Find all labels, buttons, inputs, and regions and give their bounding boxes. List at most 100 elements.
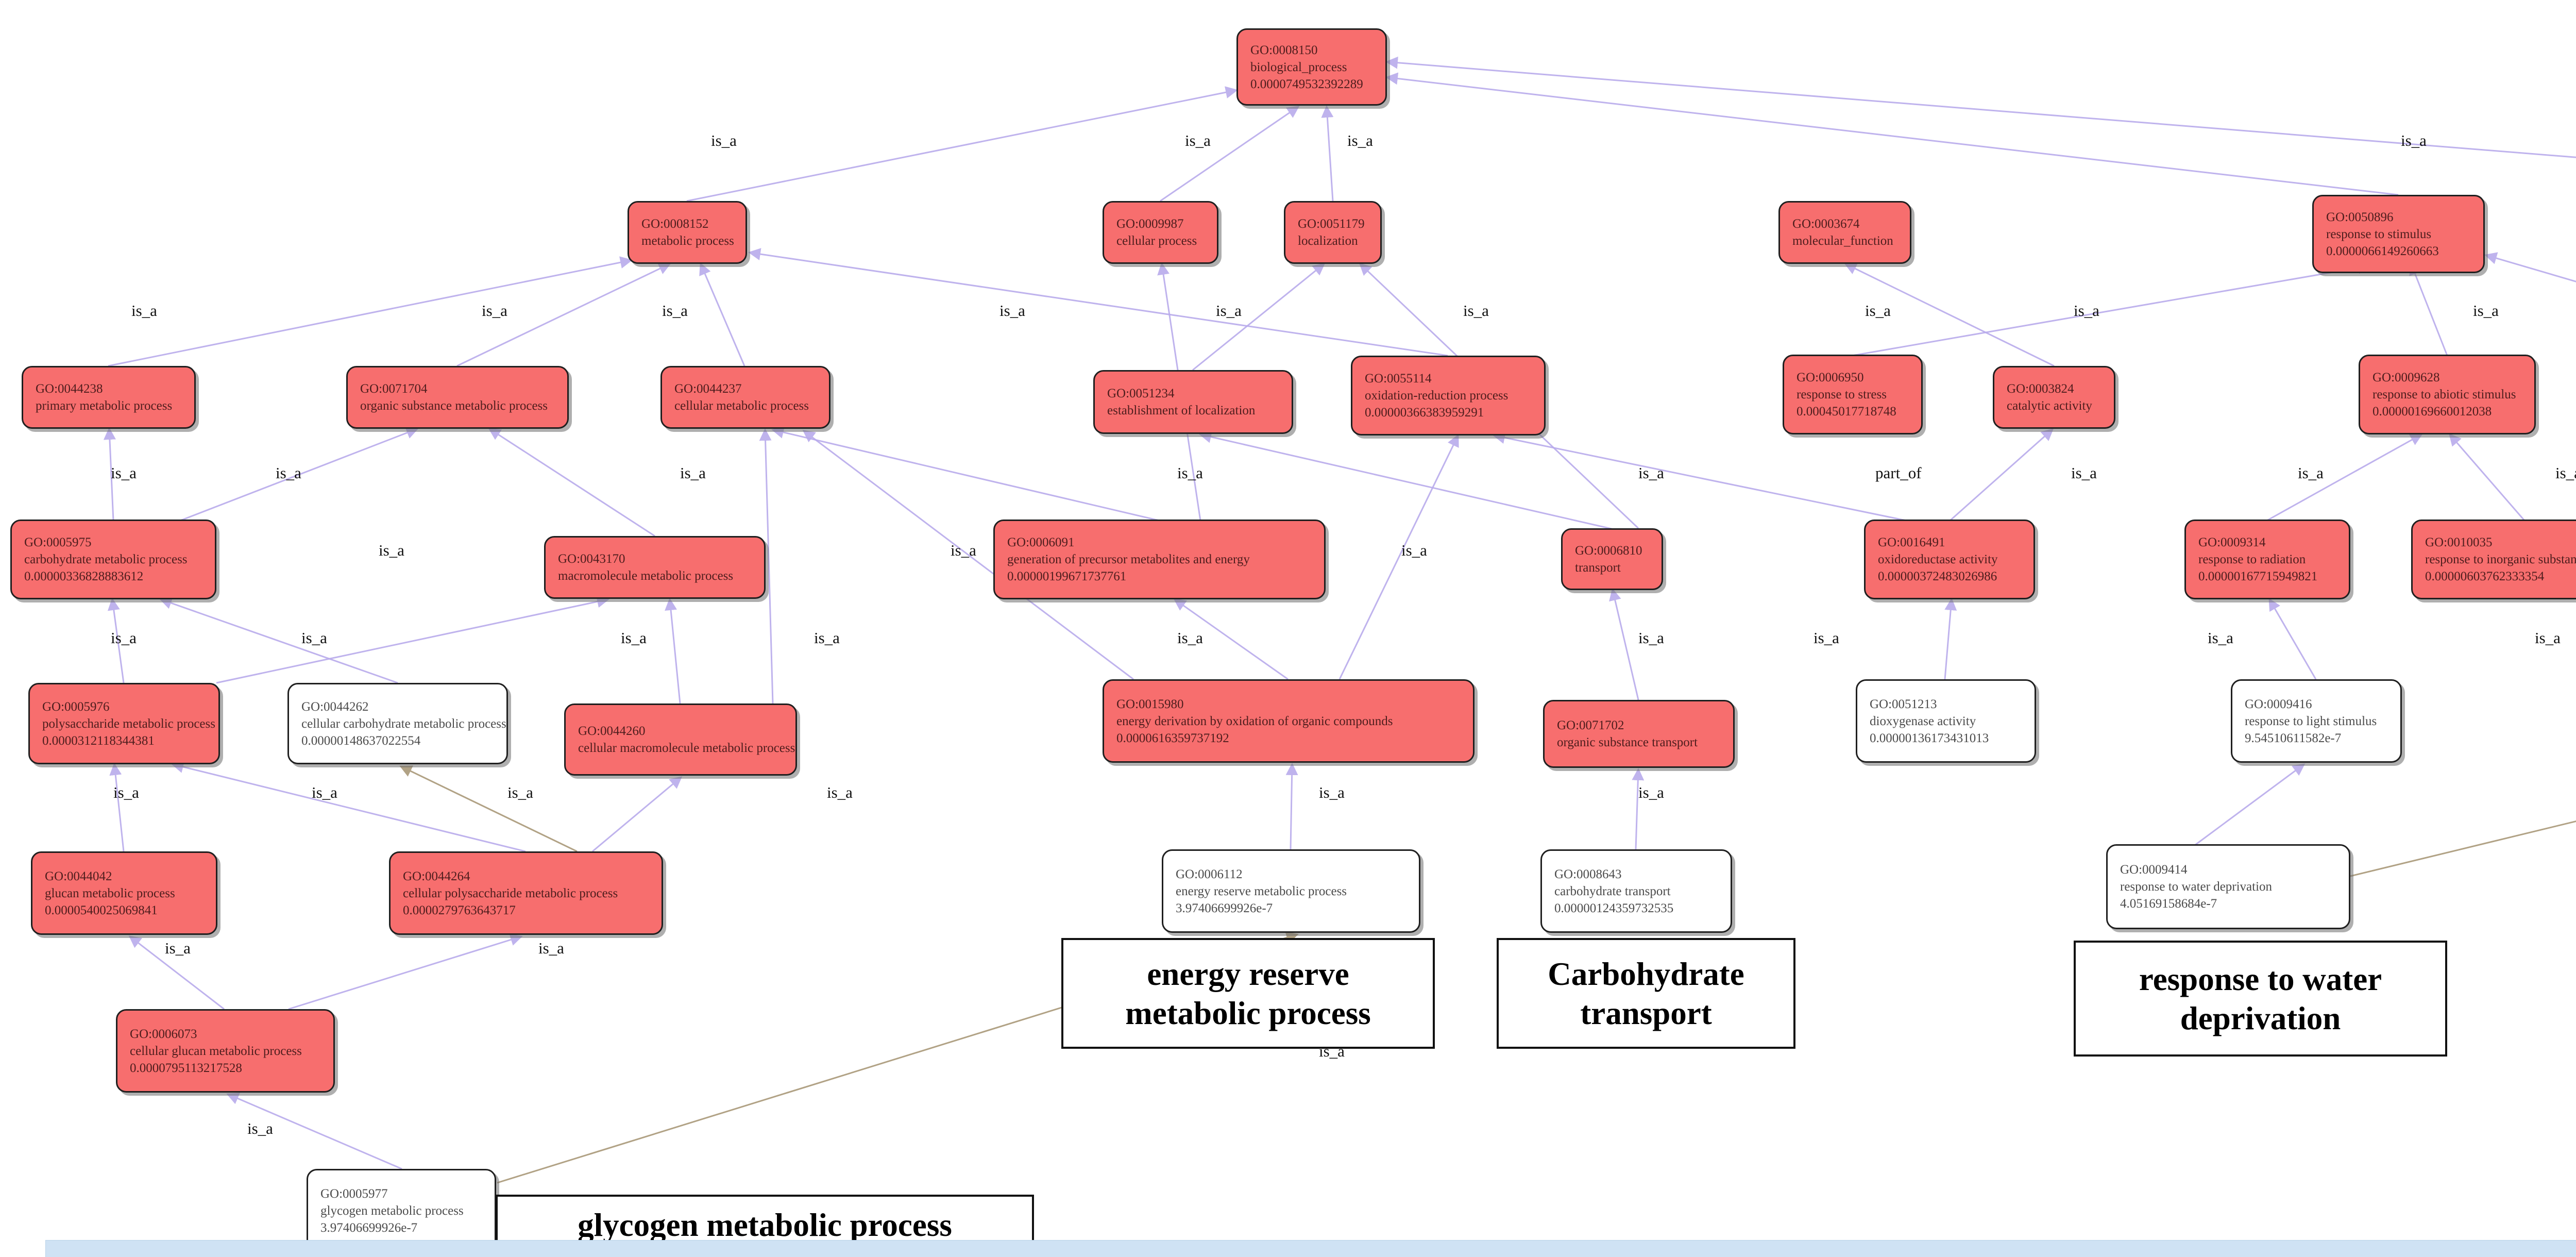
go-term-name: localization [1298, 234, 1358, 248]
edge-default [108, 256, 633, 367]
edge-relationship-label: is_a [814, 629, 840, 647]
edge-relationship-label: is_a [2401, 131, 2427, 149]
go-node-go-0015980[interactable]: GO:0015980 energy derivation by oxidation… [1103, 679, 1475, 763]
callout-label-line: metabolic process [1125, 995, 1371, 1031]
go-id: GO:0009416 [2245, 697, 2312, 711]
edge-relationship-label: is_a [2208, 629, 2233, 647]
go-id: GO:0009628 [2372, 371, 2440, 384]
go-term-pvalue: 0.00000148637022554 [301, 733, 421, 748]
edge-default [128, 935, 225, 1010]
go-id: GO:0051213 [1870, 697, 1937, 711]
go-term-pvalue: 9.54510611582e-7 [2245, 731, 2342, 745]
edge-relationship-label: is_a [1865, 301, 1891, 320]
edge-default [2409, 262, 2448, 356]
go-term-name: cellular process [1116, 234, 1197, 248]
edge-default [771, 426, 1160, 522]
edge-relationship-label: is_a [1463, 301, 1489, 320]
edge-default [2449, 433, 2526, 521]
go-id: GO:0005977 [320, 1186, 388, 1201]
go-term-name: biological_process [1250, 60, 1347, 74]
edge-default [1192, 263, 1326, 371]
horizontal-scrollbar[interactable] [45, 1240, 2576, 1257]
edge-default [216, 595, 609, 684]
go-term-name: cellular polysaccharide metabolic proces… [403, 886, 618, 900]
go-term-pvalue: 0.00000336828883612 [24, 569, 144, 583]
go-term-name: dioxygenase activity [1870, 714, 1976, 728]
go-term-name: energy derivation by oxidation of organi… [1116, 714, 1393, 728]
edge-relationship-label: is_a [1177, 464, 1203, 482]
go-term-pvalue: 3.97406699926e-7 [1176, 901, 1273, 915]
go-id: GO:0009414 [2120, 863, 2188, 877]
edge-default [103, 427, 116, 521]
go-term-pvalue: 0.0000795113217528 [130, 1061, 242, 1075]
edge-relationship-label: is_a [1814, 629, 1839, 647]
callout-label-line: deprivation [2180, 1000, 2341, 1036]
edge-relationship-label: is_a [1638, 783, 1664, 801]
go-term-pvalue: 3.97406699926e-7 [320, 1220, 418, 1235]
edge-default [159, 597, 398, 684]
edge-default [2194, 763, 2306, 846]
go-id: GO:0006112 [1176, 867, 1243, 881]
go-term-pvalue: 0.00000169660012038 [2372, 405, 2492, 418]
edge-relationship-label: is_a [113, 783, 139, 801]
edge-default [1199, 430, 1612, 530]
go-term-name: response to inorganic substance [2425, 552, 2576, 566]
go-term-name: transport [1575, 561, 1621, 575]
go-id: GO:0006091 [1007, 535, 1075, 549]
edge-relationship-label: is_a [276, 464, 301, 482]
go-term-name: glucan metabolic process [45, 886, 175, 900]
go-id: GO:0006950 [1797, 371, 1864, 384]
edge-relationship-label: is_a [538, 939, 564, 957]
edge-relationship-label: is_a [1216, 301, 1242, 320]
go-term-pvalue: 0.0000540025069841 [45, 903, 158, 917]
go-id: GO:0005976 [42, 699, 110, 714]
edge-alt [2350, 820, 2576, 877]
go-term-name: metabolic process [641, 234, 734, 248]
go-id: GO:0051234 [1107, 387, 1175, 400]
edge-relationship-label: is_a [1347, 131, 1373, 149]
edge-default [1950, 428, 2054, 522]
go-id: GO:0009314 [2198, 535, 2266, 549]
go-term-name: organic substance metabolic process [360, 399, 548, 413]
go-id: GO:0010035 [2425, 535, 2493, 549]
go-node-go-0010035[interactable]: GO:0010035 response to inorganic substanc… [2411, 519, 2576, 599]
edge-relationship-label: part_of [1875, 464, 1922, 482]
edge-default [1493, 431, 1907, 522]
go-term-name: response to water deprivation [2120, 880, 2273, 894]
go-id: GO:0015980 [1116, 697, 1184, 711]
